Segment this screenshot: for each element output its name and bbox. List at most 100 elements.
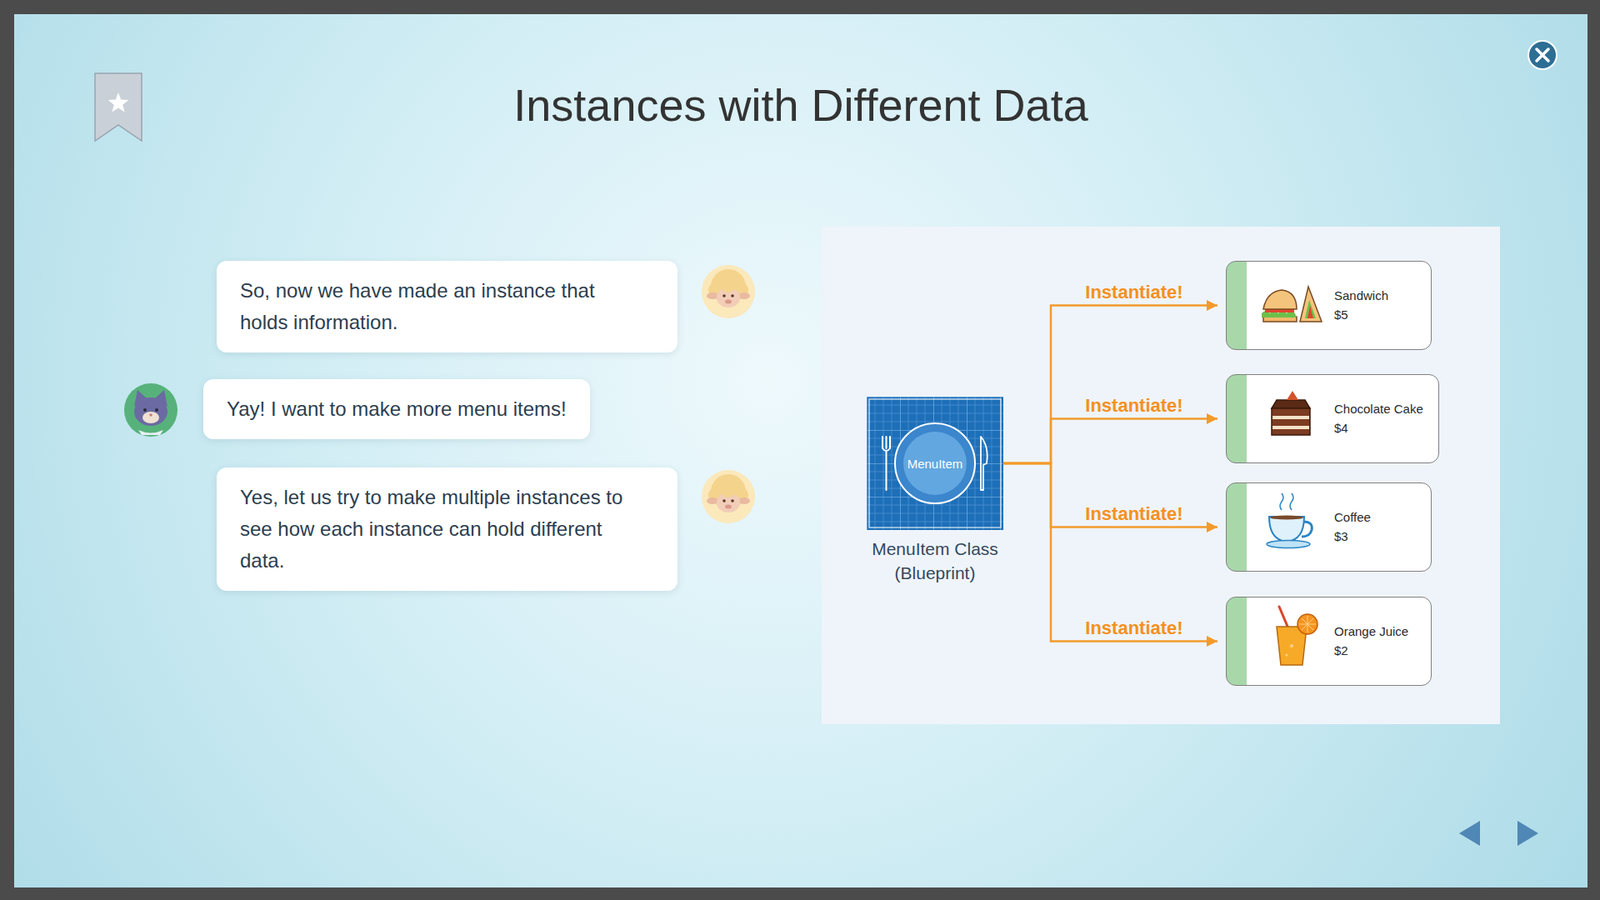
coffee-surface bbox=[1270, 515, 1304, 520]
sheep-wool bbox=[708, 487, 724, 503]
sheep-ear bbox=[706, 497, 719, 505]
edge-label: Instantiate! bbox=[1085, 281, 1183, 304]
item-price: $2 bbox=[1334, 642, 1349, 660]
saucer bbox=[1266, 540, 1310, 549]
title-bar: Instances with Different Data bbox=[14, 78, 1588, 132]
cat-avatar bbox=[124, 383, 178, 437]
cat-ear bbox=[134, 390, 147, 407]
sheep-nose bbox=[725, 505, 732, 510]
item-name: Chocolate Cake bbox=[1334, 400, 1424, 418]
instance-card: Chocolate Cake $4 bbox=[1225, 374, 1440, 464]
juice-icon bbox=[1276, 606, 1318, 665]
sheep-ear bbox=[738, 497, 750, 505]
cake-body bbox=[1271, 408, 1310, 435]
plate-outer bbox=[895, 423, 975, 504]
avatar-circle bbox=[701, 470, 755, 524]
item-price: $4 bbox=[1334, 420, 1349, 437]
straw bbox=[1279, 606, 1289, 629]
edge-label-holder: Instantiate! bbox=[1085, 503, 1183, 525]
cake-cream bbox=[1272, 415, 1310, 420]
sandwich-icon bbox=[1261, 286, 1322, 322]
instance-card: Coffee$3 bbox=[1225, 482, 1432, 572]
sheep-eye bbox=[722, 499, 726, 503]
prev-arrow bbox=[1459, 820, 1480, 846]
speech-bubble: So, now we have made an instance that ho… bbox=[216, 260, 678, 353]
speech-bubble: Yay! I want to make more menu items! bbox=[203, 379, 590, 440]
cat-collar bbox=[138, 430, 164, 435]
sheep-avatar bbox=[701, 265, 755, 319]
close-cross bbox=[1536, 49, 1549, 61]
sheep-wool bbox=[720, 277, 736, 293]
sheep-wool bbox=[720, 482, 736, 498]
blueprint-grid bbox=[866, 396, 1004, 530]
sheep-face bbox=[716, 492, 740, 513]
cake-topping bbox=[1286, 390, 1299, 400]
cake-top bbox=[1271, 400, 1310, 409]
chat-message: Yes, let us try to make multiple instanc… bbox=[240, 481, 632, 577]
cat-muzzle bbox=[142, 411, 160, 424]
cat-ear bbox=[155, 390, 168, 407]
sheep-wool bbox=[708, 282, 724, 298]
avatar-circle bbox=[701, 265, 755, 319]
edge-label: Instantiate! bbox=[1085, 617, 1183, 640]
edge-label-holder: Instantiate! bbox=[1085, 281, 1183, 304]
sheep-wool bbox=[733, 487, 749, 503]
item-name: Sandwich bbox=[1334, 287, 1389, 305]
coffee-icon bbox=[1266, 493, 1312, 549]
cat-eye bbox=[143, 408, 147, 412]
plate-inner bbox=[903, 431, 967, 495]
speech-bubble: Yes, let us try to make multiple instanc… bbox=[216, 467, 678, 591]
sheep-ear bbox=[738, 292, 750, 300]
item-name: Orange Juice bbox=[1334, 623, 1409, 640]
instantiate-arrow bbox=[1003, 305, 1218, 465]
instantiate-arrow bbox=[1003, 419, 1218, 465]
edge-label: Instantiate! bbox=[1085, 503, 1183, 525]
bookmark-icon bbox=[95, 73, 142, 141]
cat-nose bbox=[149, 413, 153, 417]
sheep-wool bbox=[733, 282, 749, 298]
tomato bbox=[1307, 305, 1314, 319]
juice-pulp bbox=[1290, 644, 1294, 648]
cake-icon bbox=[1271, 390, 1310, 435]
avatar-circle bbox=[124, 383, 178, 437]
lettuce bbox=[1261, 310, 1297, 318]
glass bbox=[1276, 626, 1307, 665]
slide-title: Instances with Different Data bbox=[14, 78, 1588, 132]
orange-segments bbox=[1299, 615, 1316, 633]
blueprint-art bbox=[866, 396, 1004, 530]
edge-label: Instantiate! bbox=[1085, 395, 1183, 417]
cup-handle bbox=[1301, 521, 1312, 537]
edge-label-holder: Instantiate! bbox=[1085, 617, 1183, 640]
sheep-wool bbox=[710, 474, 746, 510]
juice-pulp bbox=[1285, 654, 1289, 657]
instance-card: Sandwich$5 bbox=[1225, 260, 1432, 350]
cup-body bbox=[1269, 516, 1305, 542]
item-price: $3 bbox=[1334, 528, 1349, 545]
steam bbox=[1280, 493, 1294, 510]
chat-message: Yay! I want to make more menu items! bbox=[226, 393, 567, 425]
sheep-ear bbox=[706, 292, 719, 300]
close-button bbox=[1528, 40, 1557, 70]
cat-head bbox=[134, 397, 168, 426]
cake-cream bbox=[1272, 425, 1310, 430]
instantiate-arrow bbox=[1003, 463, 1218, 642]
sheep-eye bbox=[722, 294, 726, 298]
instance-card: Orange Juice $2 bbox=[1225, 596, 1432, 686]
cat-eye bbox=[155, 408, 159, 412]
connector-group bbox=[1003, 305, 1218, 642]
item-price: $5 bbox=[1334, 306, 1349, 324]
blueprint-border bbox=[869, 399, 1001, 528]
instantiate-arrow bbox=[1003, 463, 1218, 528]
sheep-avatar bbox=[701, 470, 755, 524]
orange-slice bbox=[1297, 614, 1318, 635]
class-label: MenuItem bbox=[866, 396, 1004, 530]
chat-message: So, now we have made an instance that ho… bbox=[240, 275, 632, 339]
sheep-wool bbox=[710, 269, 746, 305]
sheep-eye bbox=[730, 294, 735, 298]
bread bbox=[1263, 316, 1297, 322]
next-arrow bbox=[1517, 820, 1539, 846]
bookmark-star bbox=[108, 92, 130, 113]
fork-icon bbox=[882, 436, 890, 490]
